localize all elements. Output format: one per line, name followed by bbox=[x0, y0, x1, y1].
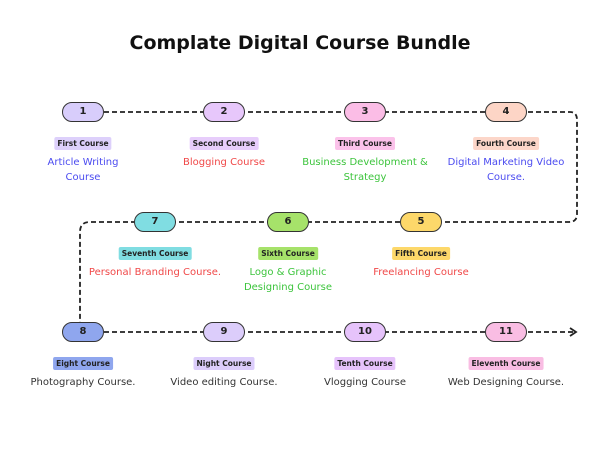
course-tag: Fifth Course bbox=[392, 247, 450, 260]
course-tag: Seventh Course bbox=[118, 247, 192, 260]
step-node-10: 10 bbox=[344, 322, 386, 342]
arrow-head-icon bbox=[569, 327, 578, 337]
course-tag: Third Course bbox=[335, 137, 395, 150]
step-node-8: 8 bbox=[62, 322, 104, 342]
course-name: Business Development & Strategy bbox=[302, 157, 428, 183]
course-name: Logo & Graphic Designing Course bbox=[243, 267, 333, 293]
course-tag: Second Course bbox=[189, 137, 259, 150]
step-node-2: 2 bbox=[203, 102, 245, 122]
course-tag: Tenth Course bbox=[334, 357, 396, 370]
course-name: Video editing Course. bbox=[170, 377, 278, 388]
step-node-7: 7 bbox=[134, 212, 176, 232]
step-node-1: 1 bbox=[62, 102, 104, 122]
step-node-4: 4 bbox=[485, 102, 527, 122]
course-tag: Night Course bbox=[193, 357, 255, 370]
step-node-9: 9 bbox=[203, 322, 245, 342]
course-name: Personal Branding Course. bbox=[88, 267, 222, 278]
course-tag: Eleventh Course bbox=[468, 357, 544, 370]
connector-row-1 bbox=[104, 111, 578, 223]
step-node-3: 3 bbox=[344, 102, 386, 122]
step-node-5: 5 bbox=[400, 212, 442, 232]
course-tag: Sixth Course bbox=[258, 247, 318, 260]
step-node-6: 6 bbox=[267, 212, 309, 232]
course-tag: Fourth Course bbox=[473, 137, 539, 150]
course-name: Photography Course. bbox=[30, 377, 136, 388]
course-name: Digital Marketing Video Course. bbox=[447, 157, 565, 183]
diagram-title: Complate Digital Course Bundle bbox=[129, 32, 471, 54]
course-name: Web Designing Course. bbox=[447, 377, 565, 388]
course-name: Article Writing Course bbox=[47, 157, 119, 183]
course-name: Vlogging Course bbox=[324, 377, 406, 388]
course-tag: Eight Course bbox=[53, 357, 113, 370]
course-name: Blogging Course bbox=[182, 157, 265, 168]
step-node-11: 11 bbox=[485, 322, 527, 342]
course-tag: First Course bbox=[54, 137, 112, 150]
course-name: Freelancing Course bbox=[373, 267, 469, 278]
